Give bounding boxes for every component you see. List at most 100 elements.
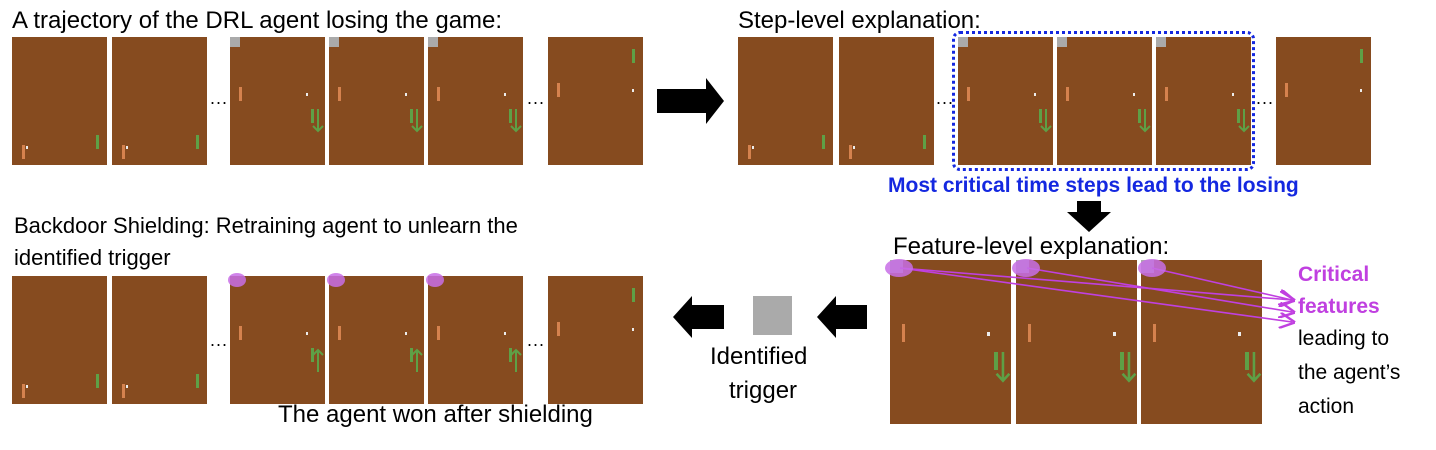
right-paddle xyxy=(96,374,99,388)
leading-text-line3: action xyxy=(1298,395,1355,418)
leading-text-line2: the agent’s xyxy=(1298,361,1401,384)
right-paddle xyxy=(1119,352,1124,371)
up-action-arrow-icon xyxy=(510,348,522,372)
ball xyxy=(306,93,308,96)
left-paddle xyxy=(239,87,242,101)
left-paddle xyxy=(1027,324,1032,342)
left-paddle xyxy=(557,83,560,97)
down-arrow-icon xyxy=(1067,201,1111,232)
feature-link-line xyxy=(1151,267,1292,300)
ball xyxy=(306,332,308,335)
left-paddle xyxy=(901,324,906,342)
right-paddle xyxy=(196,135,199,149)
right-paddle xyxy=(509,348,512,362)
feature-link-line xyxy=(1026,267,1292,312)
game-frame xyxy=(839,37,934,165)
feature-highlight-ellipse xyxy=(1012,259,1040,277)
trigger-patch xyxy=(1057,37,1067,47)
step-level-title: Step-level explanation: xyxy=(738,7,981,34)
trigger-patch xyxy=(1156,37,1166,47)
feature-level-title: Feature-level explanation: xyxy=(893,233,1170,260)
ball xyxy=(1232,93,1234,96)
right-paddle xyxy=(1244,352,1249,371)
right-paddle xyxy=(923,135,926,149)
down-action-arrow-icon xyxy=(411,109,423,133)
left-arrow-icon xyxy=(673,296,724,338)
ellipsis-bottom-1: ... xyxy=(210,330,229,350)
right-paddle xyxy=(1138,109,1141,123)
left-paddle xyxy=(22,384,25,398)
game-frame xyxy=(230,276,325,404)
right-paddle xyxy=(410,109,413,123)
game-frame xyxy=(1156,37,1251,165)
game-frame xyxy=(428,276,523,404)
right-paddle xyxy=(993,352,998,371)
game-frame xyxy=(329,37,424,165)
left-paddle xyxy=(748,145,751,159)
ball xyxy=(126,385,128,388)
ball xyxy=(504,332,506,335)
critical-steps-highlight-box xyxy=(952,31,1255,171)
game-frame xyxy=(1057,37,1152,165)
right-paddle xyxy=(1237,109,1240,123)
right-paddle xyxy=(311,348,314,362)
feature-highlight-ellipse xyxy=(1138,259,1166,277)
left-arrow-icon xyxy=(817,296,867,338)
right-paddle xyxy=(1360,49,1363,63)
trigger-highlight-ellipse xyxy=(228,273,246,287)
trigger-patch xyxy=(230,37,240,47)
ball xyxy=(632,89,634,92)
down-action-arrow-icon xyxy=(1139,109,1151,133)
left-paddle xyxy=(1165,87,1168,101)
ball xyxy=(1034,93,1036,96)
game-frame xyxy=(1276,37,1371,165)
game-frame xyxy=(428,37,523,165)
trigger-highlight-ellipse xyxy=(327,273,345,287)
trigger-highlight-ellipse xyxy=(426,273,444,287)
critical-features-line2: features xyxy=(1298,295,1380,318)
right-paddle xyxy=(509,109,512,123)
critical-steps-caption: Most critical time steps lead to the los… xyxy=(888,174,1299,197)
shielding-title-line2: identified trigger xyxy=(14,245,171,270)
ellipsis-step-1: ... xyxy=(936,88,955,108)
left-paddle xyxy=(967,87,970,101)
up-action-arrow-icon xyxy=(411,348,423,372)
game-frame xyxy=(548,37,643,165)
down-action-arrow-icon xyxy=(1246,352,1261,383)
game-frame xyxy=(738,37,833,165)
trigger-caption-line2: trigger xyxy=(729,377,798,404)
down-action-arrow-icon xyxy=(1040,109,1052,133)
left-paddle xyxy=(437,326,440,340)
ellipsis-bottom-2: ... xyxy=(527,330,546,350)
ellipsis-step-2: ... xyxy=(1256,88,1275,108)
ball xyxy=(405,93,407,96)
game-frame xyxy=(12,276,107,404)
right-paddle xyxy=(410,348,413,362)
right-paddle xyxy=(196,374,199,388)
left-paddle xyxy=(437,87,440,101)
ball xyxy=(26,385,28,388)
left-paddle xyxy=(849,145,852,159)
ball xyxy=(26,146,28,149)
feature-highlight-ellipse xyxy=(885,259,913,277)
left-paddle xyxy=(338,87,341,101)
leading-text-line1: leading to xyxy=(1298,327,1390,350)
ball xyxy=(987,331,990,336)
down-action-arrow-icon xyxy=(1121,352,1136,383)
ellipsis-top-2: ... xyxy=(527,88,546,108)
game-frame xyxy=(112,37,207,165)
left-paddle xyxy=(122,384,125,398)
ball xyxy=(1360,89,1362,92)
game-frame xyxy=(112,276,207,404)
ball xyxy=(504,93,506,96)
ball xyxy=(126,146,128,149)
ball xyxy=(405,332,407,335)
right-paddle xyxy=(96,135,99,149)
left-paddle xyxy=(338,326,341,340)
game-frame xyxy=(548,276,643,404)
won-caption: The agent won after shielding xyxy=(278,401,593,428)
game-frame xyxy=(12,37,107,165)
left-paddle xyxy=(1066,87,1069,101)
right-paddle xyxy=(1039,109,1042,123)
